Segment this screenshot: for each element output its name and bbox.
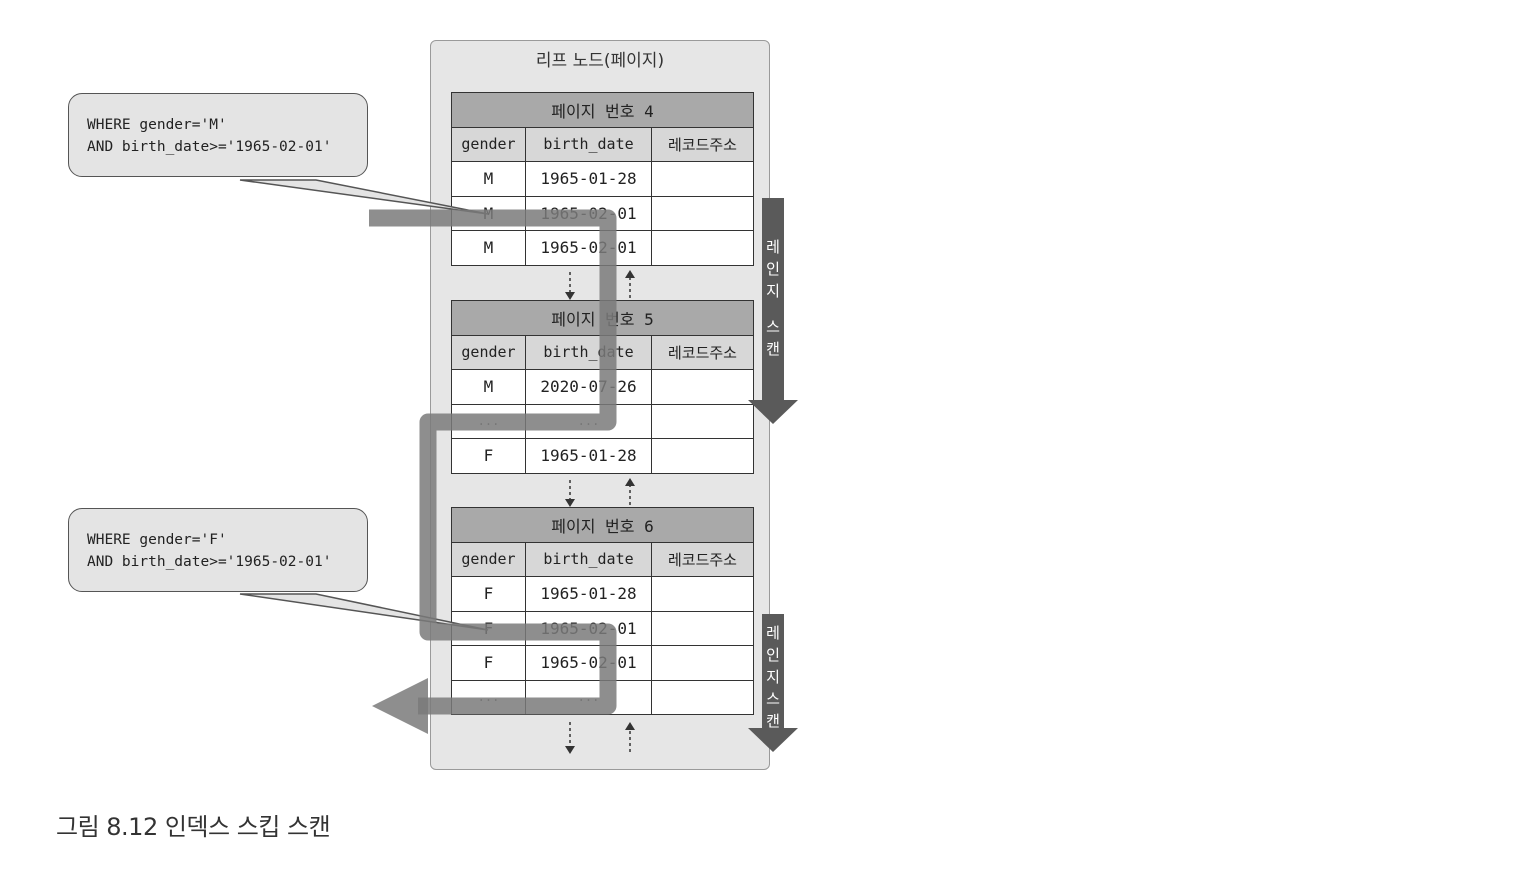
- range-scan-label-char: 인: [766, 646, 780, 664]
- range-scan-label-char: 지: [766, 668, 780, 686]
- range-scan-label-char: 스: [766, 690, 780, 708]
- callout-line-1: WHERE gender='F': [87, 532, 227, 548]
- cell-gender: M: [451, 230, 526, 266]
- page-link-arrowheads: [565, 270, 635, 754]
- callout-line-1: WHERE gender='M': [87, 117, 227, 133]
- range-scan-label-char: 인: [766, 260, 780, 278]
- cell-birth-date: 1965-01-28: [525, 438, 652, 474]
- range-scan-label-char: 캔: [766, 340, 780, 358]
- cell-record-address: [651, 369, 754, 405]
- scan-path-arrowhead-icon: [372, 678, 428, 734]
- cell-birth-date: 1965-01-28: [525, 161, 652, 197]
- callout-line-2: AND birth_date>='1965-02-01': [87, 139, 332, 155]
- range-scan-label-char: 스: [766, 318, 780, 336]
- column-header-gender: gender: [451, 126, 526, 162]
- callout-line-2: AND birth_date>='1965-02-01': [87, 554, 332, 570]
- cell-record-address: [651, 161, 754, 197]
- cell-record-address: [651, 438, 754, 474]
- range-scan-arrow-1: [748, 198, 798, 424]
- skip-scan-path: [369, 209, 617, 734]
- range-scan-arrow-2: [748, 614, 798, 752]
- range-scan-arrowhead-icon: [748, 400, 798, 424]
- table-row: F 1965-02-01: [451, 645, 754, 681]
- table-row: F 1965-01-28: [451, 438, 754, 474]
- range-scan-label-char: 지: [766, 282, 780, 300]
- column-header-record-address: 레코드주소: [651, 334, 754, 370]
- cell-record-address: [651, 195, 754, 231]
- cell-gender: M: [451, 369, 526, 405]
- range-scan-label-char: [762, 302, 784, 316]
- range-scan-arrowhead-icon: [748, 728, 798, 752]
- column-header-birth-date: birth_date: [525, 126, 652, 162]
- column-header-record-address: 레코드주소: [651, 126, 754, 162]
- cell-birth-date: 1965-02-01: [525, 230, 652, 266]
- callout-pointer-m: [239, 179, 489, 215]
- cell-record-address: [651, 230, 754, 266]
- callout-condition-m: WHERE gender='M' AND birth_date>='1965-0…: [68, 93, 368, 177]
- leaf-node-title: 리프 노드(페이지): [535, 51, 665, 71]
- page-title: 페이지 번호 4: [451, 92, 754, 128]
- column-header-birth-date: birth_date: [525, 541, 652, 577]
- page-6-table: 페이지 번호 6 gender birth_date 레코드주소 F 1965-…: [451, 507, 754, 715]
- table-row: M 1965-02-01: [451, 230, 754, 266]
- scan-path-line: [369, 209, 617, 715]
- cell-gender: F: [451, 645, 526, 681]
- cell-gender: F: [451, 438, 526, 474]
- figure-caption: 그림 8.12 인덱스 스킵 스캔: [56, 813, 331, 841]
- cell-gender: F: [451, 576, 526, 612]
- callout-condition-f: WHERE gender='F' AND birth_date>='1965-0…: [68, 508, 368, 592]
- column-header-record-address: 레코드주소: [651, 541, 754, 577]
- column-header-row: gender birth_date 레코드주소: [451, 126, 754, 162]
- column-header-gender: gender: [451, 541, 526, 577]
- range-scan-label-char: 레: [766, 624, 780, 642]
- cell-record-address: [651, 645, 754, 681]
- cell-birth-date: 1965-01-28: [525, 576, 652, 612]
- column-header-gender: gender: [451, 334, 526, 370]
- column-header-row: gender birth_date 레코드주소: [451, 541, 754, 577]
- cell-record-address: [651, 610, 754, 646]
- cell-gender: M: [451, 161, 526, 197]
- range-scan-label-char: 레: [766, 238, 780, 256]
- table-row: M 1965-01-28: [451, 161, 754, 197]
- cell-record-address: [651, 679, 754, 715]
- range-scan-label-char: 캔: [766, 712, 780, 730]
